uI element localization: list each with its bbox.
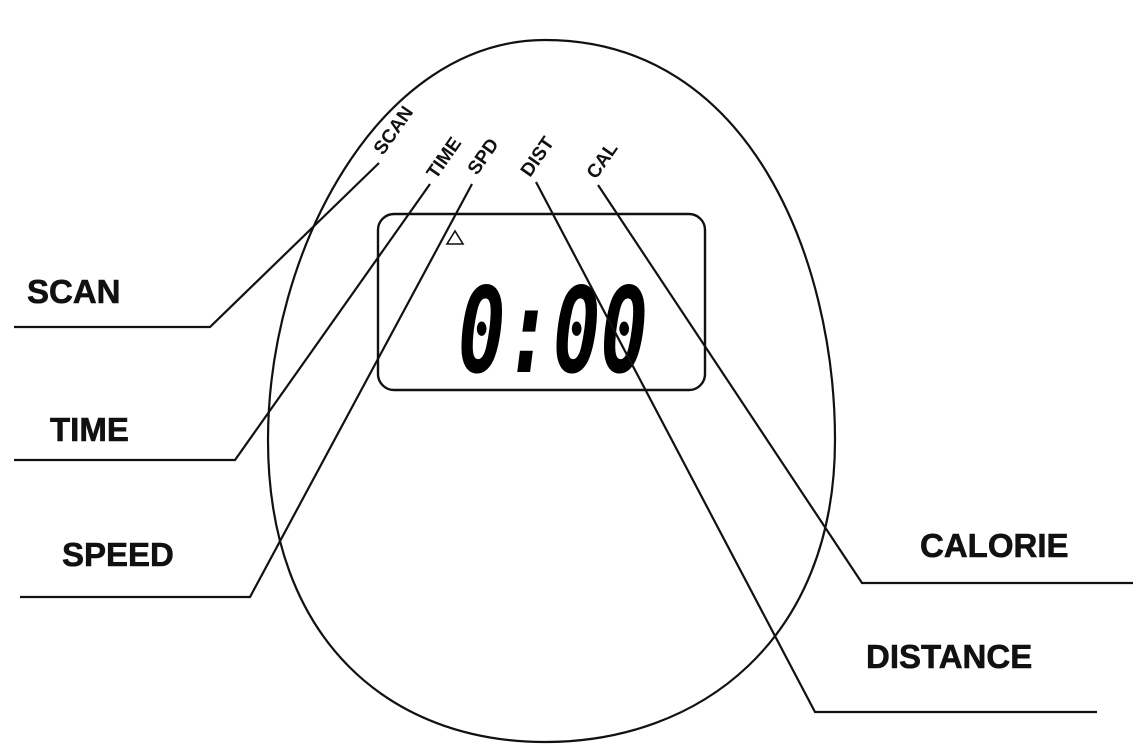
segment-label-scan: SCAN — [370, 103, 418, 159]
leader-line-calorie — [597, 184, 1133, 585]
segment-label-time: TIME — [423, 134, 466, 183]
leader-line-time — [14, 183, 431, 462]
lcd-window — [376, 212, 707, 392]
console-outline — [266, 38, 837, 744]
callout-time: TIME — [50, 411, 129, 448]
segment-label-cal: CAL — [583, 139, 623, 183]
scan-indicator-icon — [445, 229, 465, 245]
callout-speed: SPEED — [62, 536, 174, 573]
segment-label-spd: SPD — [464, 135, 504, 179]
leader-line-speed — [20, 183, 473, 599]
callout-distance: DISTANCE — [866, 638, 1032, 675]
leader-line-distance — [535, 181, 1097, 714]
lcd-readout: 0:00 — [458, 262, 648, 400]
callout-calorie: CALORIE — [920, 527, 1069, 564]
callout-scan: SCAN — [27, 273, 121, 310]
segment-label-dist: DIST — [517, 133, 559, 181]
leader-line-scan — [14, 162, 380, 329]
